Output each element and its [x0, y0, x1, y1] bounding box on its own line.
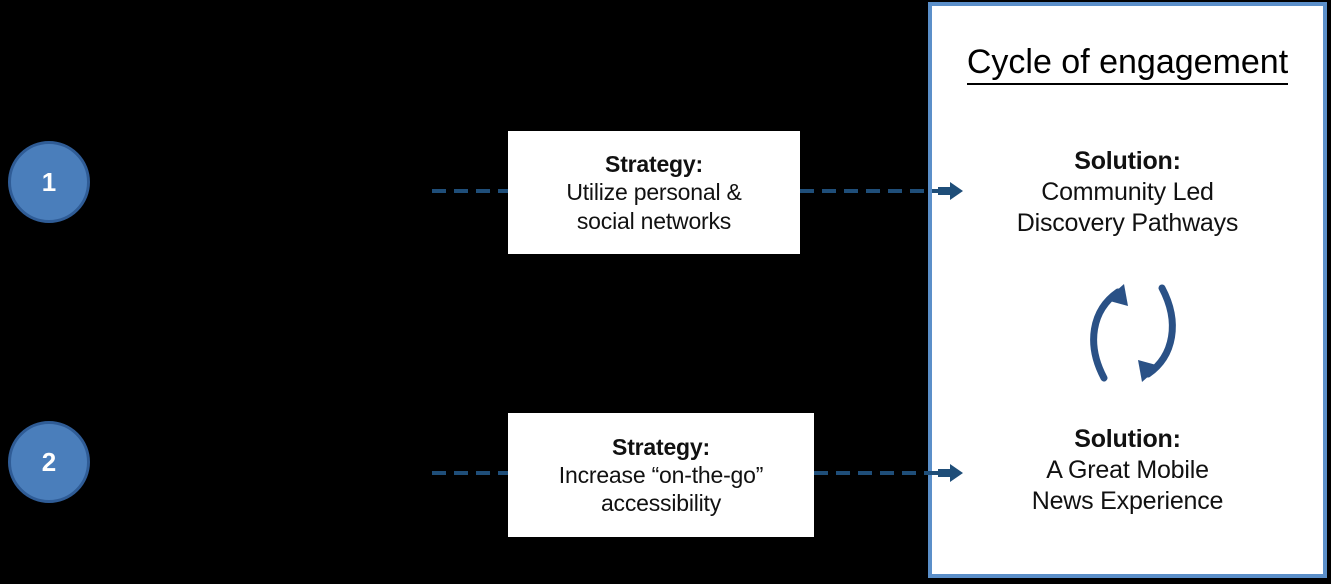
solution-block-2: Solution: A Great Mobile News Experience: [932, 424, 1323, 517]
cycle-arrows-svg: [1090, 284, 1176, 382]
strategy-1-heading: Strategy:: [605, 151, 703, 178]
solution-1-line-1: Community Led: [1041, 178, 1214, 206]
step-number-2: 2: [41, 447, 57, 477]
strategy-2-line-1: Increase “on-the-go”: [558, 461, 764, 488]
arrowhead-to-solution-1: [938, 179, 964, 203]
arrowhead-1-svg: [938, 182, 963, 200]
connector-step1-to-strategy1: [432, 189, 510, 193]
strategy-2-line-2: accessibility: [600, 490, 722, 517]
step-circle-2: 2: [8, 421, 90, 503]
arrowhead-to-solution-2: [938, 461, 964, 485]
solution-2-heading: Solution:: [1074, 425, 1181, 453]
cycle-of-engagement-panel: Cycle of engagement Solution: Community …: [928, 2, 1327, 578]
panel-title-text: Cycle of engagement: [966, 43, 1289, 85]
panel-title: Cycle of engagement: [932, 43, 1323, 85]
connector-strategy2-to-solution2: [814, 471, 940, 475]
strategy-box-1: Strategy: Utilize personal & social netw…: [508, 131, 800, 254]
strategy-1-line-1: Utilize personal &: [566, 179, 742, 206]
solution-2-line-2: News Experience: [1031, 487, 1224, 515]
solution-1-heading: Solution:: [1074, 147, 1181, 175]
step-number-1: 1: [41, 167, 57, 197]
strategy-box-2: Strategy: Increase “on-the-go” accessibi…: [508, 413, 814, 537]
step-circle-1: 1: [8, 141, 90, 223]
arrowhead-2-svg: [938, 464, 963, 482]
strategy-2-heading: Strategy:: [612, 433, 710, 460]
solution-2-line-1: A Great Mobile: [1046, 456, 1209, 484]
solution-block-1: Solution: Community Led Discovery Pathwa…: [932, 146, 1323, 239]
connector-step2-to-strategy2: [432, 471, 510, 475]
connector-strategy1-to-solution1: [800, 189, 940, 193]
cycle-two-arrows-icon: [1078, 278, 1188, 388]
strategy-1-line-2: social networks: [576, 207, 732, 234]
solution-1-line-2: Discovery Pathways: [1016, 209, 1239, 237]
